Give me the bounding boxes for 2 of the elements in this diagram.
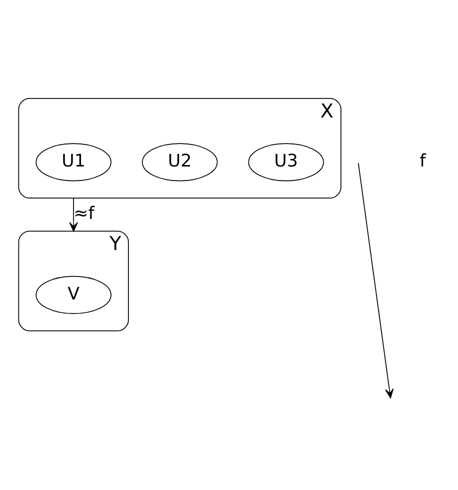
edge-label: ≈f (74, 204, 94, 224)
label: f (420, 152, 426, 172)
